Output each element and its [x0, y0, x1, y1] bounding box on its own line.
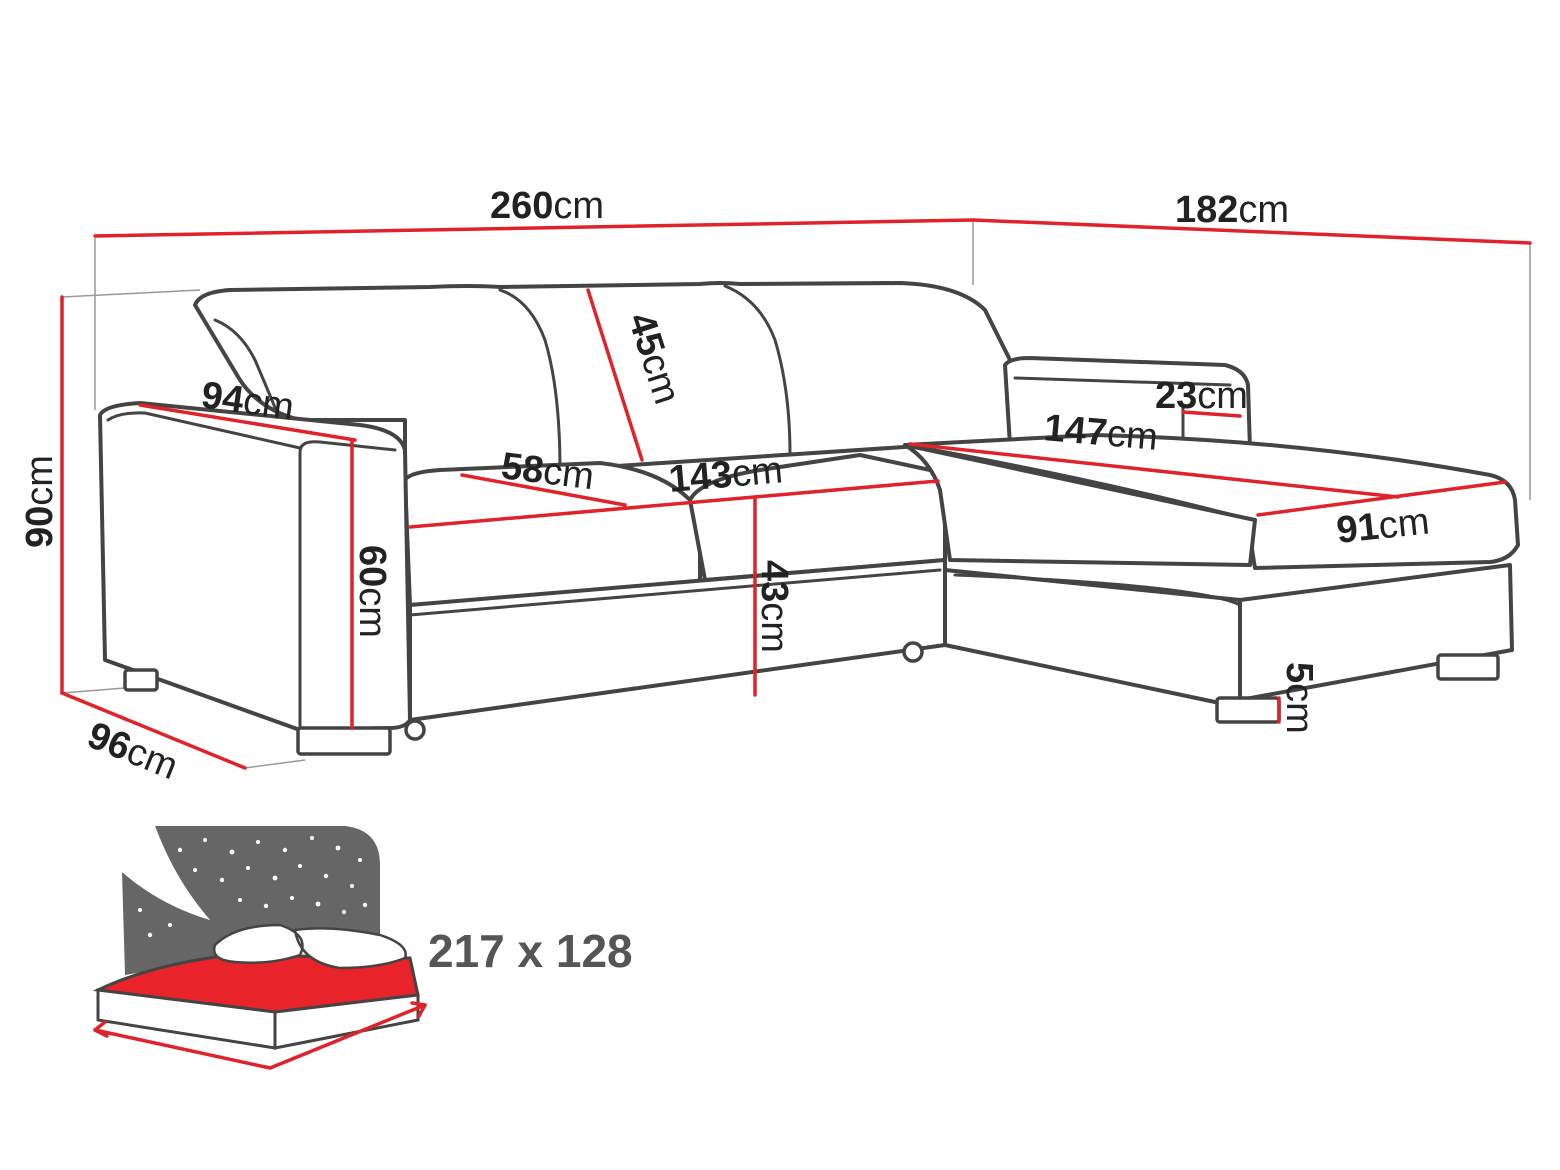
measurement-lines [60, 218, 1532, 770]
guide-lines [61, 222, 1531, 769]
label-leg-height: 5cm [1278, 662, 1320, 734]
label-total-width: 260cm [490, 185, 604, 227]
foot-left-front [296, 726, 392, 756]
dim-line-seat-depth [460, 473, 627, 507]
label-armrest-height: 60cm [351, 545, 393, 638]
dimension-labels: 260cm 182cm 90cm 45cm 94cm 23cm 147cm 58… [19, 185, 1431, 788]
label-seat-depth: 58cm [499, 445, 596, 498]
dim-line-armrest-depth [138, 403, 357, 442]
label-seat-width: 143cm [667, 449, 784, 501]
foot-chaise-back [1436, 653, 1500, 681]
dim-line-total-depth [60, 691, 247, 770]
mattress-top [92, 953, 420, 1014]
dim-line-chaise-seat [908, 442, 1400, 499]
dim-line-backrest-top [1181, 410, 1242, 418]
chaise-seat [903, 433, 1520, 570]
label-seat-height: 43cm [753, 560, 795, 653]
chaise-base [943, 568, 1242, 704]
label-backrest-top: 23cm [1155, 375, 1248, 417]
dim-line-seat-width [408, 479, 940, 529]
label-chaise-seat: 147cm [1042, 407, 1159, 459]
label-total-height: 90cm [19, 455, 61, 548]
dim-line-backrest-height [586, 288, 644, 462]
dim-line-total-width [93, 218, 975, 238]
dim-line-chaise-width [1256, 480, 1507, 517]
label-chaise-length: 182cm [1175, 189, 1289, 231]
chaise-base-front [1238, 563, 1514, 702]
pillow-icon [212, 923, 407, 970]
label-armrest-depth: 94cm [199, 374, 297, 429]
bed-width-arrow [93, 1003, 427, 1070]
sofa-backrest [193, 281, 1012, 482]
stars [138, 836, 368, 938]
dim-line-chaise-length [971, 218, 1532, 245]
sofa-bed-icon: 217 x 128 [92, 826, 633, 1070]
label-chaise-width: 91cm [1335, 500, 1432, 551]
label-total-depth: 96cm [82, 714, 184, 788]
corner-sofa-drawing [98, 281, 1520, 756]
foot-left-back [123, 668, 159, 692]
foot-chaise-front [1215, 696, 1281, 724]
left-armrest [98, 401, 412, 732]
label-sleeping-area: 217 x 128 [428, 925, 633, 977]
